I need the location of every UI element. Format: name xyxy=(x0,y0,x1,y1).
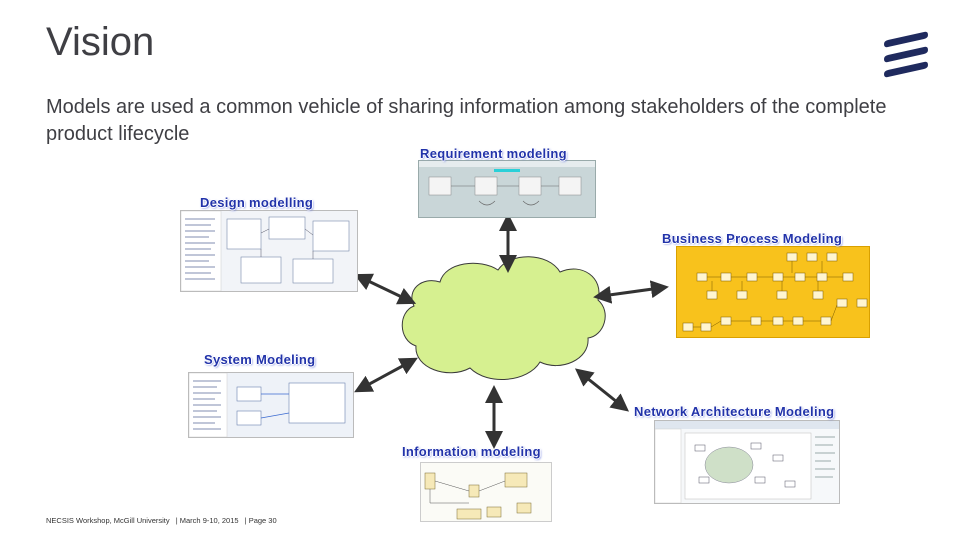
information-model-thumbnail xyxy=(420,462,552,522)
shared-model-cloud xyxy=(401,256,606,380)
system-model-thumbnail xyxy=(188,372,354,438)
footer-event: NECSIS Workshop, McGill University xyxy=(46,516,170,525)
arrow-design xyxy=(353,273,417,305)
network-architecture-thumbnail xyxy=(654,420,840,504)
information-modeling-label: Information modeling xyxy=(402,444,541,459)
slide-title: Vision xyxy=(46,20,155,64)
design-modelling-label: Design modelling xyxy=(200,195,314,210)
requirement-modeling-label: Requirement modeling xyxy=(420,146,567,161)
footer-date: | March 9-10, 2015 xyxy=(175,516,239,525)
arrow-network xyxy=(574,368,630,412)
arrow-system xyxy=(354,357,418,393)
system-modeling-label: System Modeling xyxy=(204,352,316,367)
slide-footer: NECSIS Workshop, McGill University | Mar… xyxy=(46,516,281,525)
slide-subtitle: Models are used a common vehicle of shar… xyxy=(46,96,887,145)
requirement-model-thumbnail xyxy=(418,160,596,218)
ericsson-logo-icon xyxy=(884,31,928,78)
business-process-modeling-label: Business Process Modeling xyxy=(662,231,843,246)
network-architecture-modeling-label: Network Architecture Modeling xyxy=(634,404,835,419)
footer-page: | Page 30 xyxy=(244,516,277,525)
design-model-thumbnail xyxy=(180,210,358,292)
arrow-business xyxy=(593,280,669,304)
business-process-thumbnail xyxy=(676,246,870,338)
